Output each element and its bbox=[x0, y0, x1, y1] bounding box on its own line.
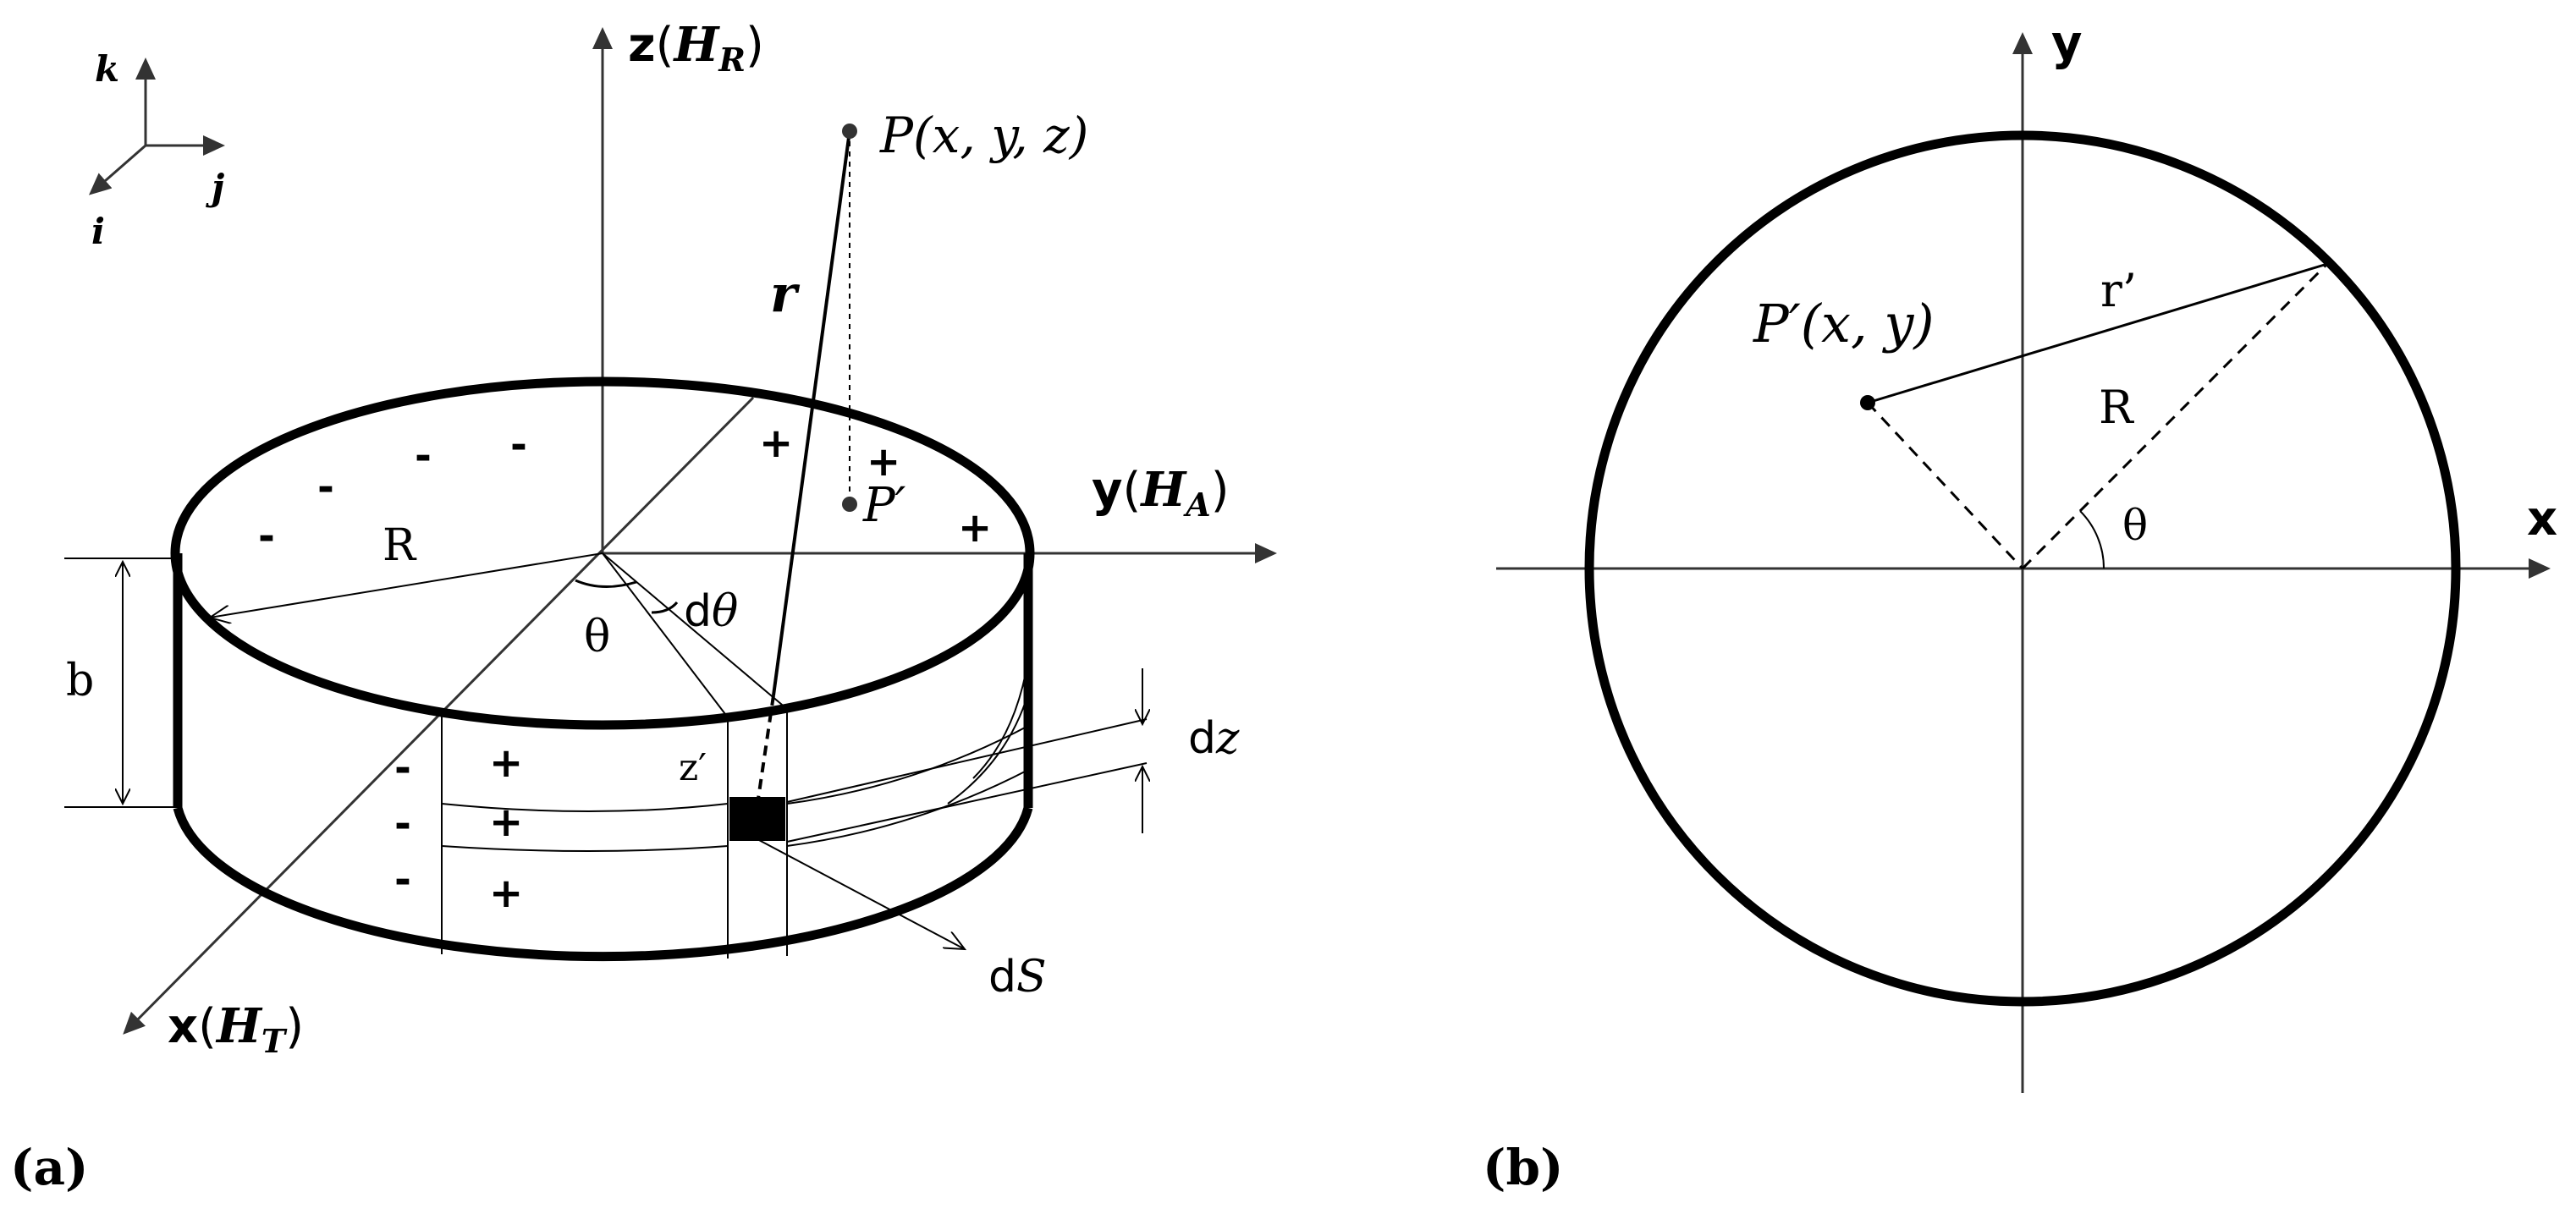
plus-sign: + bbox=[958, 504, 992, 552]
plus-sign: + bbox=[489, 799, 523, 846]
point-P-prime-dot bbox=[842, 497, 857, 512]
panel-b: P′(x, y) r’ R θ x y (b) bbox=[1483, 16, 2557, 1196]
b-radius-R-label: R bbox=[2099, 381, 2134, 434]
surface-element-dS bbox=[729, 797, 785, 841]
b-point-P-prime-dot bbox=[1860, 395, 1875, 410]
b-radius-R-dashed bbox=[2021, 262, 2329, 570]
plus-sign: + bbox=[489, 739, 523, 787]
dtheta-arc bbox=[651, 601, 679, 614]
b-theta-label: θ bbox=[2122, 501, 2148, 550]
b-theta-arc bbox=[2079, 510, 2105, 569]
panel-b-caption: (b) bbox=[1483, 1139, 1563, 1196]
minus-sign: - bbox=[394, 800, 411, 848]
r-prime-line bbox=[1867, 262, 2328, 404]
b-Pprime-dashed bbox=[1866, 401, 2024, 570]
side-charges: - - - + + + bbox=[394, 739, 523, 917]
r-vector-solid bbox=[772, 130, 851, 696]
theta-ray-1 bbox=[602, 552, 729, 718]
plus-sign: + bbox=[489, 870, 523, 917]
z-prime-label: z′ bbox=[679, 746, 707, 789]
b-point-P-prime-label: P′(x, y) bbox=[1753, 293, 1935, 354]
minus-sign: - bbox=[415, 432, 432, 480]
dtheta-label: dθ bbox=[684, 586, 738, 637]
theta-label: θ bbox=[584, 612, 610, 662]
minus-sign: - bbox=[510, 421, 527, 469]
r-vector-dashed bbox=[757, 695, 775, 799]
triad-i-label: i bbox=[91, 211, 105, 252]
y-axis-label: y(HA) bbox=[1092, 462, 1230, 524]
minus-sign: - bbox=[258, 513, 275, 560]
panel-a-caption: (a) bbox=[10, 1139, 88, 1196]
coordinate-triad: k j i bbox=[88, 48, 225, 252]
theta-ray-2 bbox=[602, 552, 788, 710]
x-axis-label: x(HT) bbox=[168, 998, 304, 1060]
surface-strips bbox=[441, 659, 1148, 959]
dS-normal-arrow bbox=[757, 838, 965, 949]
point-P-label: P(x, y, z) bbox=[879, 107, 1088, 164]
b-y-axis-label: y bbox=[2051, 16, 2083, 71]
radius-R-line bbox=[210, 552, 603, 618]
r-prime-label: r’ bbox=[2100, 264, 2137, 317]
cylinder-bottom-arc bbox=[173, 806, 1033, 962]
z-axis-label: z(HR) bbox=[628, 17, 764, 79]
panel-a: k j i bbox=[10, 17, 1277, 1196]
theta-arc bbox=[575, 579, 637, 589]
minus-sign: - bbox=[394, 744, 411, 792]
b-x-axis-label: x bbox=[2527, 492, 2557, 547]
triad-j-label: j bbox=[206, 167, 224, 208]
r-vector-label: r bbox=[770, 265, 801, 324]
top-charges: - - - - + + + bbox=[258, 420, 992, 560]
dz-label: dz bbox=[1188, 713, 1240, 764]
plus-sign: + bbox=[867, 438, 900, 486]
cylinder-top-ellipse bbox=[170, 376, 1035, 730]
minus-sign: - bbox=[317, 464, 334, 511]
radius-R-label: R bbox=[383, 520, 417, 571]
point-P-dot bbox=[842, 124, 857, 139]
minus-sign: - bbox=[394, 856, 411, 904]
plus-sign: + bbox=[759, 420, 793, 467]
triad-k-label: k bbox=[95, 48, 119, 90]
b-circle bbox=[1584, 130, 2461, 1007]
point-P-prime-label: P′ bbox=[862, 478, 906, 533]
dS-label: dS bbox=[988, 952, 1047, 1003]
height-b-label: b bbox=[66, 656, 94, 706]
